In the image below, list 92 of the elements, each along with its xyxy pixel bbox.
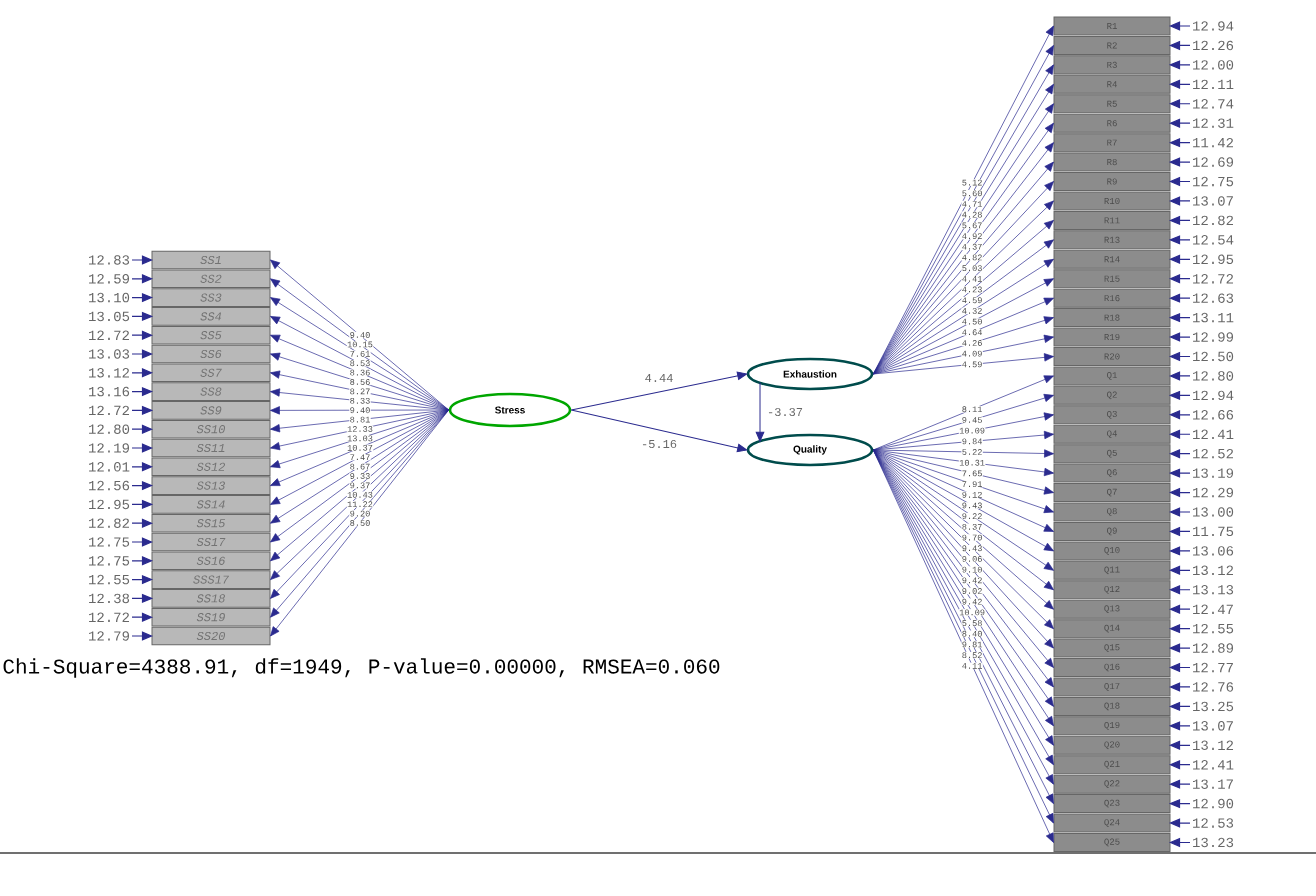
error-arrow — [1169, 216, 1191, 226]
arrow — [270, 409, 450, 486]
error-arrow — [1169, 60, 1191, 70]
error-arrow — [131, 386, 153, 396]
error-arrow — [1169, 818, 1191, 828]
error-arrow — [1169, 371, 1191, 381]
arrow — [872, 334, 1054, 375]
error-arrow — [131, 480, 153, 490]
error-arrow — [131, 443, 153, 453]
error-arrow — [131, 462, 153, 472]
error-arrow — [131, 368, 153, 378]
error-arrow — [1169, 546, 1191, 556]
error-arrow — [131, 518, 153, 528]
error-arrow — [131, 255, 153, 265]
arrow — [872, 449, 1054, 514]
error-arrow — [1169, 196, 1191, 206]
arrow — [872, 393, 1054, 451]
error-arrow — [1169, 624, 1191, 634]
arrow — [872, 449, 1054, 552]
error-arrow — [1169, 177, 1191, 187]
error-arrow — [1169, 157, 1191, 167]
arrow — [270, 409, 450, 451]
error-arrow — [1169, 779, 1191, 789]
arrow — [872, 449, 1054, 495]
arrow — [872, 278, 1054, 375]
arrow — [872, 449, 1054, 477]
error-arrow — [1169, 721, 1191, 731]
error-arrow — [1169, 332, 1191, 342]
error-arrow — [131, 424, 153, 434]
arrow — [872, 449, 1054, 532]
arrow — [270, 406, 450, 415]
arrow — [872, 449, 1054, 458]
arrow — [270, 370, 450, 411]
error-arrow — [131, 292, 153, 302]
arrow — [270, 409, 450, 433]
error-arrow — [131, 274, 153, 284]
error-arrow — [1169, 313, 1191, 323]
error-arrow — [1169, 99, 1191, 109]
error-arrow — [1169, 527, 1191, 537]
error-arrow — [1169, 468, 1191, 478]
error-arrow — [131, 311, 153, 321]
arrow — [872, 297, 1054, 375]
error-arrow — [131, 537, 153, 547]
error-arrow — [131, 349, 153, 359]
error-arrow — [1169, 138, 1191, 148]
error-arrow — [1169, 21, 1191, 31]
error-arrow — [1169, 740, 1191, 750]
error-arrow — [1169, 799, 1191, 809]
error-arrow — [1169, 488, 1191, 498]
error-arrow — [131, 593, 153, 603]
error-arrow — [1169, 449, 1191, 459]
arrow — [872, 353, 1054, 375]
error-arrow — [131, 612, 153, 622]
arrow — [570, 371, 748, 411]
error-arrow — [1169, 293, 1191, 303]
error-arrow — [1169, 682, 1191, 692]
arrow — [270, 352, 450, 411]
error-arrow — [131, 556, 153, 566]
error-arrow — [1169, 838, 1191, 848]
error-arrow — [1169, 585, 1191, 595]
error-arrow — [1169, 274, 1191, 284]
error-arrow — [1169, 760, 1191, 770]
error-arrow — [131, 631, 153, 641]
error-arrow — [1169, 410, 1191, 420]
error-arrow — [1169, 235, 1191, 245]
arrow — [270, 316, 450, 411]
error-arrow — [1169, 79, 1191, 90]
error-arrow — [1169, 663, 1191, 673]
arrow — [270, 334, 450, 411]
error-arrow — [131, 499, 153, 509]
error-arrow — [1169, 643, 1191, 653]
error-arrow — [131, 330, 153, 340]
error-arrow — [1169, 390, 1191, 401]
arrow — [872, 316, 1054, 375]
error-arrow — [1169, 565, 1191, 576]
arrow — [872, 412, 1054, 451]
error-arrow — [131, 405, 153, 415]
error-arrow — [1169, 507, 1191, 517]
error-arrow — [1169, 352, 1191, 362]
arrow — [570, 409, 748, 453]
error-arrow — [1169, 604, 1191, 614]
error-arrow — [1169, 429, 1191, 439]
error-arrow — [1169, 41, 1191, 51]
error-arrow — [1169, 702, 1191, 712]
arrow — [270, 409, 450, 469]
arrow — [872, 375, 1054, 451]
error-arrow — [1169, 118, 1191, 128]
error-arrow — [131, 574, 153, 584]
arrow — [270, 409, 450, 505]
fit-statistics-caption: Chi-Square=4388.91, df=1949, P-value=0.00000, RMSEA=0.060 — [3, 658, 720, 678]
error-arrow — [1169, 254, 1191, 264]
arrow — [755, 382, 765, 442]
